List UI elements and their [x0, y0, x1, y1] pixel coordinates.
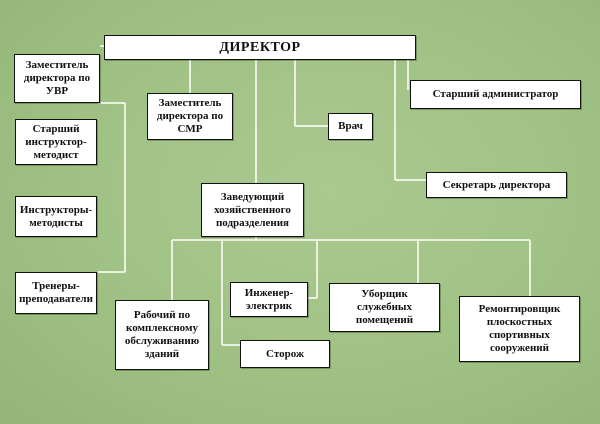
- electrician-box: Инженер- электрик: [230, 282, 308, 317]
- director-box: ДИРЕКТОР: [104, 35, 416, 60]
- senior-admin-box: Старший администратор: [410, 80, 581, 109]
- doctor-box: Врач: [328, 113, 373, 140]
- guard-box: Сторож: [240, 340, 330, 368]
- senior-methodist-box: Старший инструктор- методист: [15, 119, 97, 165]
- secretary-box: Секретарь директора: [426, 172, 567, 198]
- methodists-box: Инструкторы- методисты: [15, 196, 97, 237]
- head-household-box: Заведующий хозяйственного подразделения: [201, 183, 304, 237]
- cleaner-box: Уборщик служебных помещений: [329, 283, 440, 332]
- worker-box: Рабочий по комплексному обслуживанию зда…: [115, 300, 209, 370]
- deputy-uvr-box: Заместитель директора по УВР: [14, 54, 100, 103]
- deputy-smr-box: Заместитель директора по СМР: [147, 93, 233, 140]
- coaches-box: Тренеры- преподаватели: [15, 272, 97, 314]
- repairer-box: Ремонтировщик плоскостных спортивных соо…: [459, 296, 580, 362]
